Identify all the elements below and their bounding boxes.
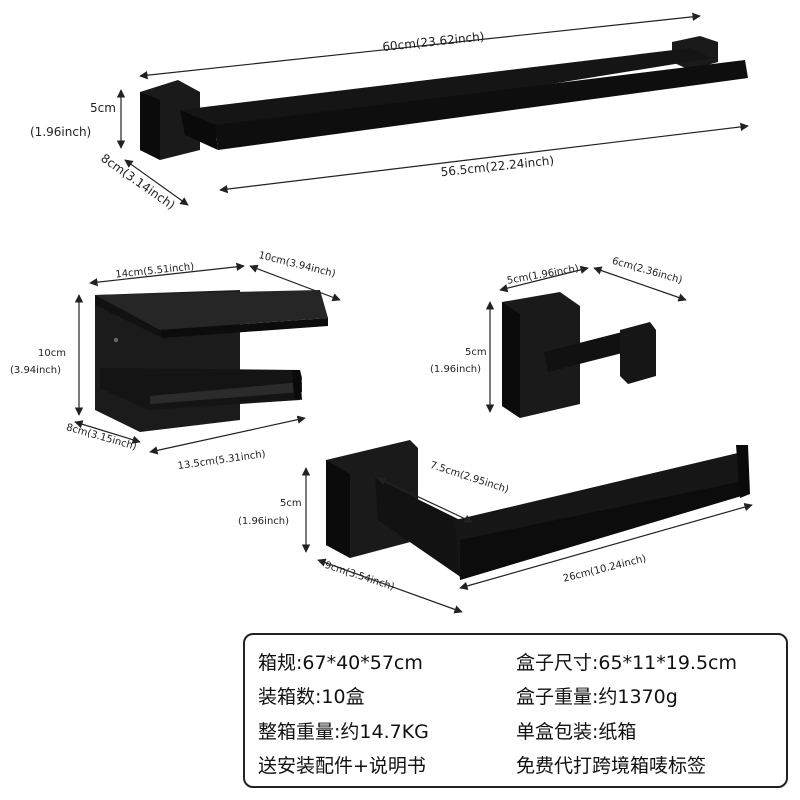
robe-hook-depth: 6cm(2.36inch) [611, 256, 684, 287]
paper-holder-top-width: 14cm(5.51inch) [115, 261, 195, 280]
towel-bar [140, 36, 748, 160]
towel-bar-height-in: (1.96inch) [30, 125, 91, 139]
robe-hook-height-cm: 5cm [465, 347, 487, 358]
towel-bar-length-inner: 56.5cm(22.24inch) [440, 153, 555, 179]
towel-ring-dimensions [301, 467, 753, 614]
robe-hook [502, 292, 656, 418]
towel-bar-depth: 8cm(3.14inch) [98, 151, 177, 212]
towel-ring-height-in: (1.96inch) [238, 516, 289, 527]
paper-holder-height-cm: 10cm [38, 348, 66, 359]
spec-accessories: 送安装配件+说明书 [258, 755, 426, 777]
paper-holder-top-depth: 10cm(3.94inch) [257, 250, 336, 280]
paper-holder [95, 290, 328, 432]
spec-label-service: 免费代打跨境箱唛标签 [516, 755, 707, 777]
paper-holder-height-in: (3.94inch) [10, 365, 61, 376]
spec-box-weight: 盒子重量:约1370g [516, 686, 678, 708]
towel-ring-length: 26cm(10.24inch) [562, 553, 648, 584]
spec-packaging: 单盒包装:纸箱 [516, 721, 637, 743]
towel-ring [326, 440, 750, 580]
towel-ring-depth: 7.5cm(2.95inch) [429, 460, 511, 496]
specs-panel [243, 633, 788, 788]
towel-ring-base-depth: 9cm(3.54inch) [323, 560, 396, 593]
spec-carton-size: 箱规:67*40*57cm [258, 652, 423, 674]
spec-carton-weight: 整箱重量:约14.7KG [258, 721, 429, 743]
towel-ring-height-cm: 5cm [280, 498, 302, 509]
spec-qty-per-carton: 装箱数:10盒 [258, 686, 365, 708]
robe-hook-dimensions [485, 265, 687, 413]
towel-bar-length-total: 60cm(23.62inch) [382, 29, 485, 54]
paper-holder-bottom-width: 13.5cm(5.31inch) [177, 449, 266, 472]
towel-bar-dimensions [116, 12, 749, 206]
spec-box-size: 盒子尺寸:65*11*19.5cm [516, 652, 738, 674]
paper-holder-dimensions [74, 262, 341, 455]
towel-bar-height-cm: 5cm [90, 101, 116, 115]
robe-hook-height-in: (1.96inch) [430, 364, 481, 375]
robe-hook-width: 5cm(1.96inch) [506, 263, 580, 286]
